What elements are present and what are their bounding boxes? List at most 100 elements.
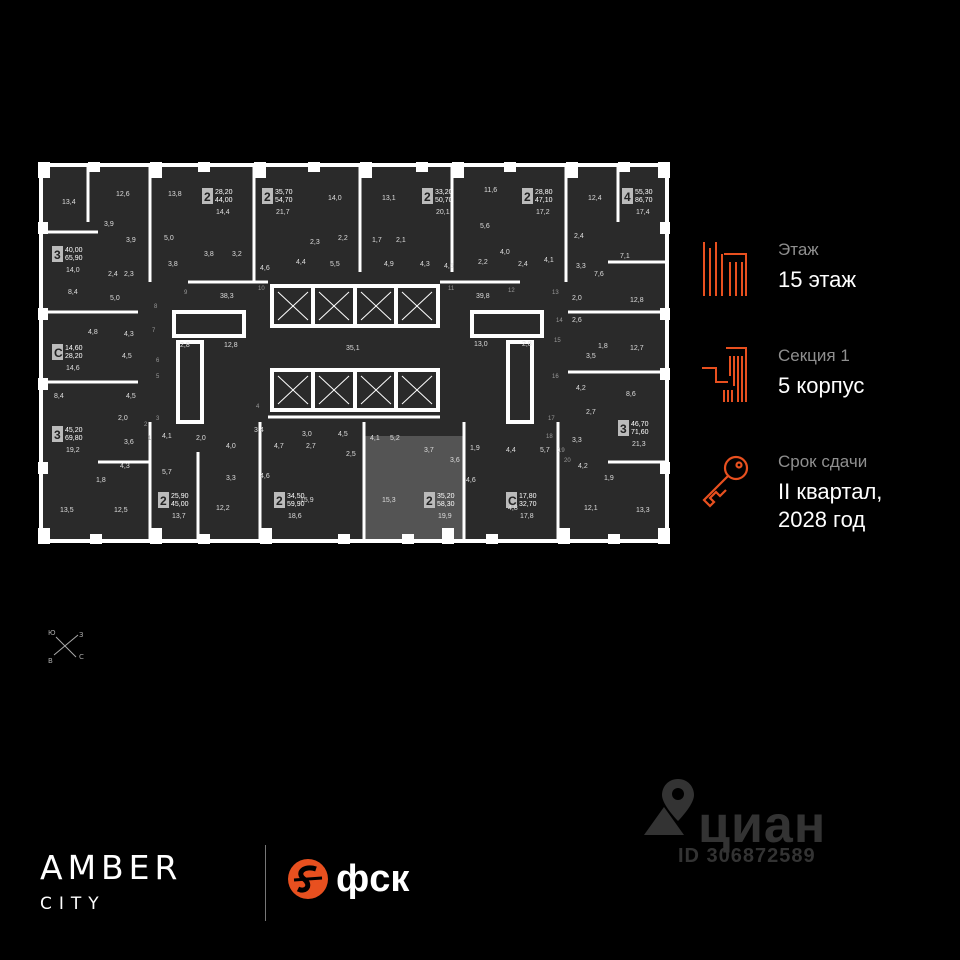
- developer-name: фск: [336, 858, 410, 900]
- room-area: 2,0: [572, 295, 582, 302]
- room-area: 15,9: [300, 497, 314, 504]
- apartment-rooms: 2: [160, 494, 167, 508]
- room-area: 15,3: [382, 497, 396, 504]
- room-area: 1,9: [604, 475, 614, 482]
- room-area: 3,4: [254, 427, 264, 434]
- corridor-number: 5: [156, 374, 160, 380]
- room-area: 2,8: [180, 342, 190, 349]
- room-area: 4,7: [274, 443, 284, 450]
- apartment-living-area: 40,00: [65, 247, 83, 254]
- room-area: 3,8: [168, 261, 178, 268]
- apartment-room-area: 13,7: [172, 513, 186, 520]
- room-area: 12,7: [630, 345, 644, 352]
- corridor-number: 7: [152, 328, 156, 334]
- cian-watermark: циан ID 306872589: [640, 775, 870, 875]
- apartment-living-area: 28,20: [215, 189, 233, 196]
- apartment-room-area: 17,2: [536, 209, 550, 216]
- apartment-room-area: 21,7: [276, 209, 290, 216]
- apartment-total-area: 45,00: [171, 501, 189, 508]
- apartment-living-area: 35,70: [275, 189, 293, 196]
- apartment-rooms: 3: [54, 428, 61, 442]
- compass-north: Ю: [48, 629, 56, 637]
- room-area: 12,6: [116, 191, 130, 198]
- apartment-rooms: С: [54, 346, 63, 360]
- room-area: 4,2: [578, 463, 588, 470]
- room-area: 4,4: [296, 259, 306, 266]
- room-area: 5,7: [540, 447, 550, 454]
- room-area: 4,1: [162, 433, 172, 440]
- highlighted-apartment[interactable]: [364, 436, 464, 540]
- apartment-room-area: 19,2: [66, 447, 80, 454]
- apartment-rooms: 2: [204, 190, 211, 204]
- room-area: 3,0: [302, 431, 312, 438]
- room-area: 3,6: [450, 457, 460, 464]
- room-area: 13,4: [62, 199, 76, 206]
- room-area: 3,8: [204, 251, 214, 258]
- room-area: 4,8: [508, 505, 518, 512]
- apartment-rooms: 2: [276, 494, 283, 508]
- apartment-rooms: 4: [624, 190, 631, 204]
- key-icon: [702, 455, 749, 508]
- apartment-rooms: 2: [424, 190, 431, 204]
- apartment-living-area: 28,80: [535, 189, 553, 196]
- room-area: 1,7: [372, 237, 382, 244]
- apartment-rooms: 2: [524, 190, 531, 204]
- corridor-number: 12: [508, 288, 515, 294]
- apartment-total-area: 47,10: [535, 197, 553, 204]
- apartment-living-area: 17,80: [519, 493, 537, 500]
- corridor-number: 15: [554, 338, 561, 344]
- corridor-number: 19: [558, 448, 565, 454]
- apartment-total-area: 86,70: [635, 197, 653, 204]
- corridor-number: 20: [564, 458, 571, 464]
- floor-building-icon: [703, 242, 747, 296]
- delivery-value: II квартал, 2028 год: [778, 478, 882, 534]
- room-area: 4,2: [576, 385, 586, 392]
- apartment-room-area: 14,4: [216, 209, 230, 216]
- room-area: 4,9: [384, 261, 394, 268]
- floor-label: Этаж: [778, 240, 819, 259]
- room-area: 3,3: [572, 437, 582, 444]
- apartment-living-area: 45,20: [65, 427, 83, 434]
- corridor-number: 9: [184, 290, 188, 296]
- room-area: 2,3: [124, 271, 134, 278]
- room-area: 3,6: [124, 439, 134, 446]
- room-area: 2,5: [346, 451, 356, 458]
- apartment-total-area: 59,90: [287, 501, 305, 508]
- room-area: 4,3: [120, 463, 130, 470]
- room-area: 4,5: [444, 263, 454, 270]
- cian-name: циан: [698, 796, 827, 854]
- corridor-number: 4: [256, 404, 260, 410]
- room-area: 5,2: [390, 435, 400, 442]
- room-area: 8,4: [68, 289, 78, 296]
- room-area: 4,0: [500, 249, 510, 256]
- room-area: 4,4: [506, 447, 516, 454]
- room-area: 38,3: [220, 293, 234, 300]
- corridor-number: 10: [258, 286, 265, 292]
- apartment-total-area: 58,30: [437, 501, 455, 508]
- corridor-number: 13: [552, 290, 559, 296]
- apartment-room-area: 19,9: [438, 513, 452, 520]
- room-area: 2,1: [396, 237, 406, 244]
- room-area: 3,7: [424, 447, 434, 454]
- apartment-total-area: 50,70: [435, 197, 453, 204]
- room-area: 5,7: [162, 469, 172, 476]
- cian-pin-icon: [644, 779, 694, 835]
- room-area: 2,4: [574, 233, 584, 240]
- apartment-total-area: 69,80: [65, 435, 83, 442]
- room-area: 12,4: [588, 195, 602, 202]
- apartment-total-area: 65,90: [65, 255, 83, 262]
